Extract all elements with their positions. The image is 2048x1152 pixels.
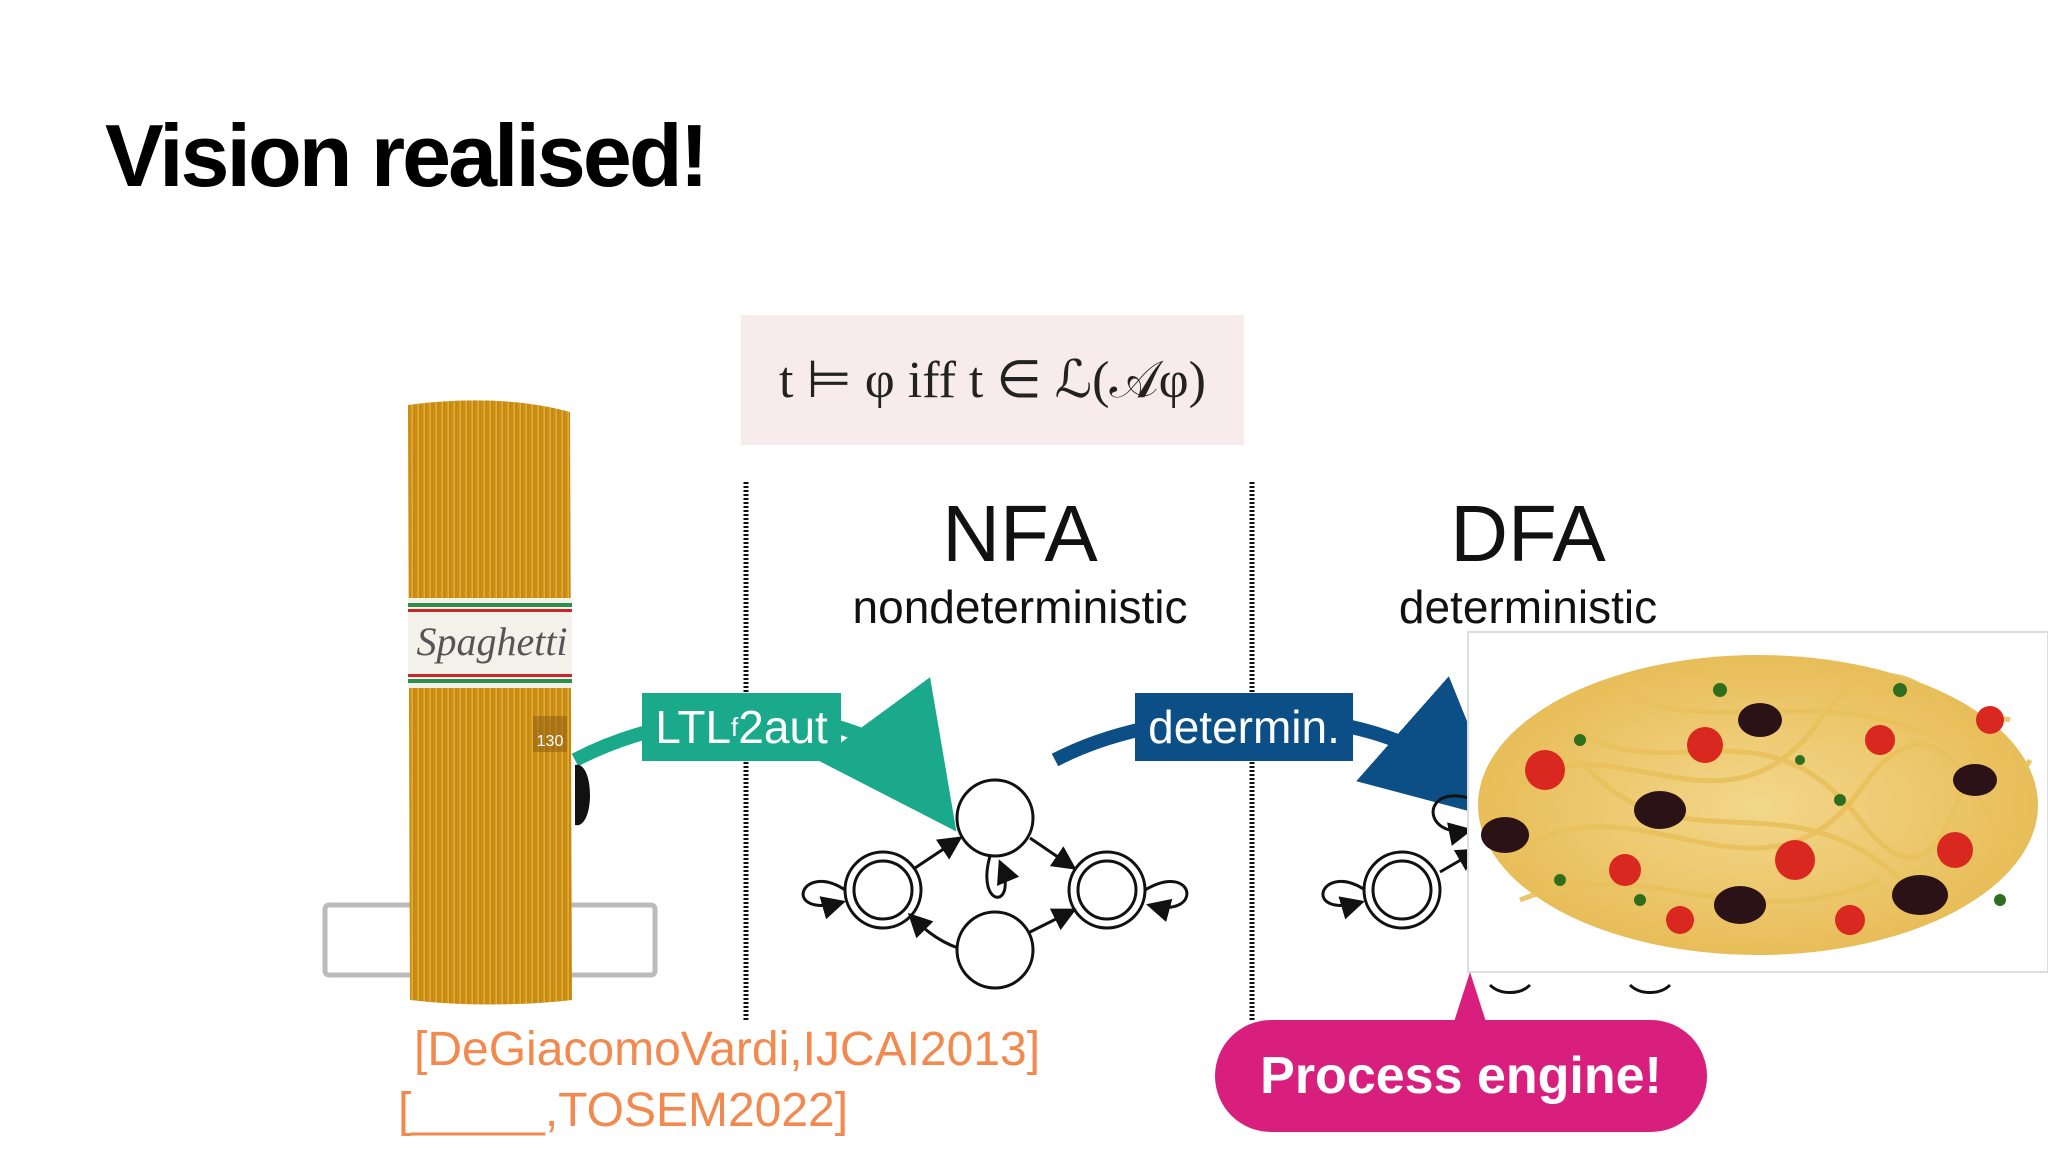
package-badge: 130 [537, 733, 564, 750]
dfa-automaton [1321, 794, 1672, 994]
callout: Process engine! [1215, 1020, 1707, 1132]
nfa-subtitle: nondeterministic [852, 581, 1188, 633]
determin-tag: determin. [1135, 693, 1353, 761]
spaghetti-package-image: Spaghetti 130 [408, 400, 590, 1005]
citation-degiacomo-vardi: [DeGiacomoVardi,IJCAI2013] [414, 1023, 1041, 1076]
callout-bubble [1215, 972, 1707, 1132]
callout-text: Process engine! [1260, 1047, 1662, 1105]
determin-label: determin. [1148, 701, 1340, 753]
spaghetti-dish-image [1467, 631, 2048, 973]
nfa-automaton [801, 778, 1189, 990]
package-label: Spaghetti [416, 619, 567, 664]
ltlf2aut-label-tail: 2aut [738, 701, 828, 753]
dfa-heading: DFA [1450, 489, 1606, 578]
ltlf2aut-label-main: LTL [655, 701, 732, 753]
slide-title: Vision realised! [105, 106, 709, 205]
formula-box: t ⊨ φ iff t ∈ ℒ(𝒜φ) [741, 315, 1244, 445]
nfa-heading: NFA [942, 489, 1098, 578]
ltlf2aut-label-sub: f [731, 711, 739, 742]
dfa-subtitle: deterministic [1398, 581, 1658, 633]
formula-text: t ⊨ φ iff t ∈ ℒ(𝒜φ) [779, 351, 1206, 409]
citation-tosem: [_____,TOSEM2022] [398, 1084, 849, 1137]
